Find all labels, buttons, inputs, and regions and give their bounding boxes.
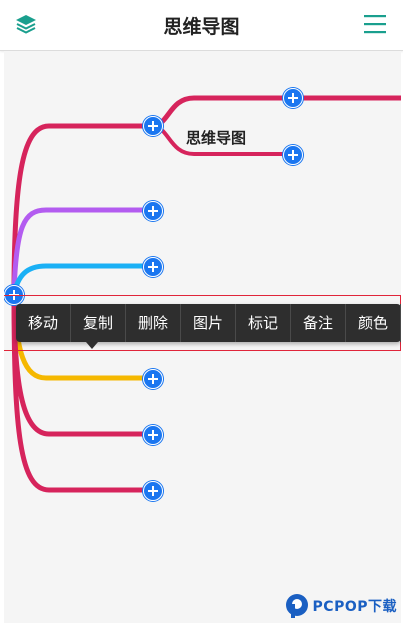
add-node-button[interactable] bbox=[143, 425, 163, 445]
add-node-button[interactable] bbox=[143, 369, 163, 389]
app-header: 思维导图 bbox=[0, 0, 403, 51]
menu-item-copy[interactable]: 复制 bbox=[71, 304, 126, 342]
menu-item-delete[interactable]: 删除 bbox=[126, 304, 181, 342]
node-label[interactable]: 思维导图 bbox=[186, 129, 247, 147]
menu-item-image[interactable]: 图片 bbox=[181, 304, 236, 342]
add-node-button[interactable] bbox=[283, 88, 303, 108]
watermark: PCPOP下载 bbox=[284, 591, 397, 621]
menu-icon[interactable] bbox=[363, 13, 387, 35]
add-node-button[interactable] bbox=[143, 116, 163, 136]
branch-line bbox=[11, 263, 155, 297]
branch-line bbox=[11, 207, 155, 297]
pcpop-logo-icon bbox=[285, 594, 308, 618]
mindmap-canvas[interactable]: 思维导图 移动 复制 删除 图片 标记 备注 颜色 bbox=[4, 51, 401, 623]
branch-line bbox=[11, 291, 155, 493]
menu-item-note[interactable]: 备注 bbox=[291, 304, 346, 342]
add-node-button[interactable] bbox=[283, 145, 303, 165]
add-node-button[interactable] bbox=[143, 201, 163, 221]
mindmap-branches bbox=[11, 95, 401, 493]
layers-icon[interactable] bbox=[14, 12, 38, 36]
branch-line bbox=[11, 123, 155, 297]
node-context-menu: 移动 复制 删除 图片 标记 备注 颜色 bbox=[16, 304, 401, 349]
menu-item-color[interactable]: 颜色 bbox=[346, 304, 401, 342]
add-node-button[interactable] bbox=[143, 257, 163, 277]
add-node-button[interactable] bbox=[143, 481, 163, 501]
watermark-text: PCPOP下载 bbox=[312, 599, 397, 615]
branch-line bbox=[149, 95, 401, 129]
menu-item-move[interactable]: 移动 bbox=[16, 304, 71, 342]
menu-pointer bbox=[86, 342, 98, 349]
page-title: 思维导图 bbox=[163, 16, 240, 38]
menu-item-mark[interactable]: 标记 bbox=[236, 304, 291, 342]
